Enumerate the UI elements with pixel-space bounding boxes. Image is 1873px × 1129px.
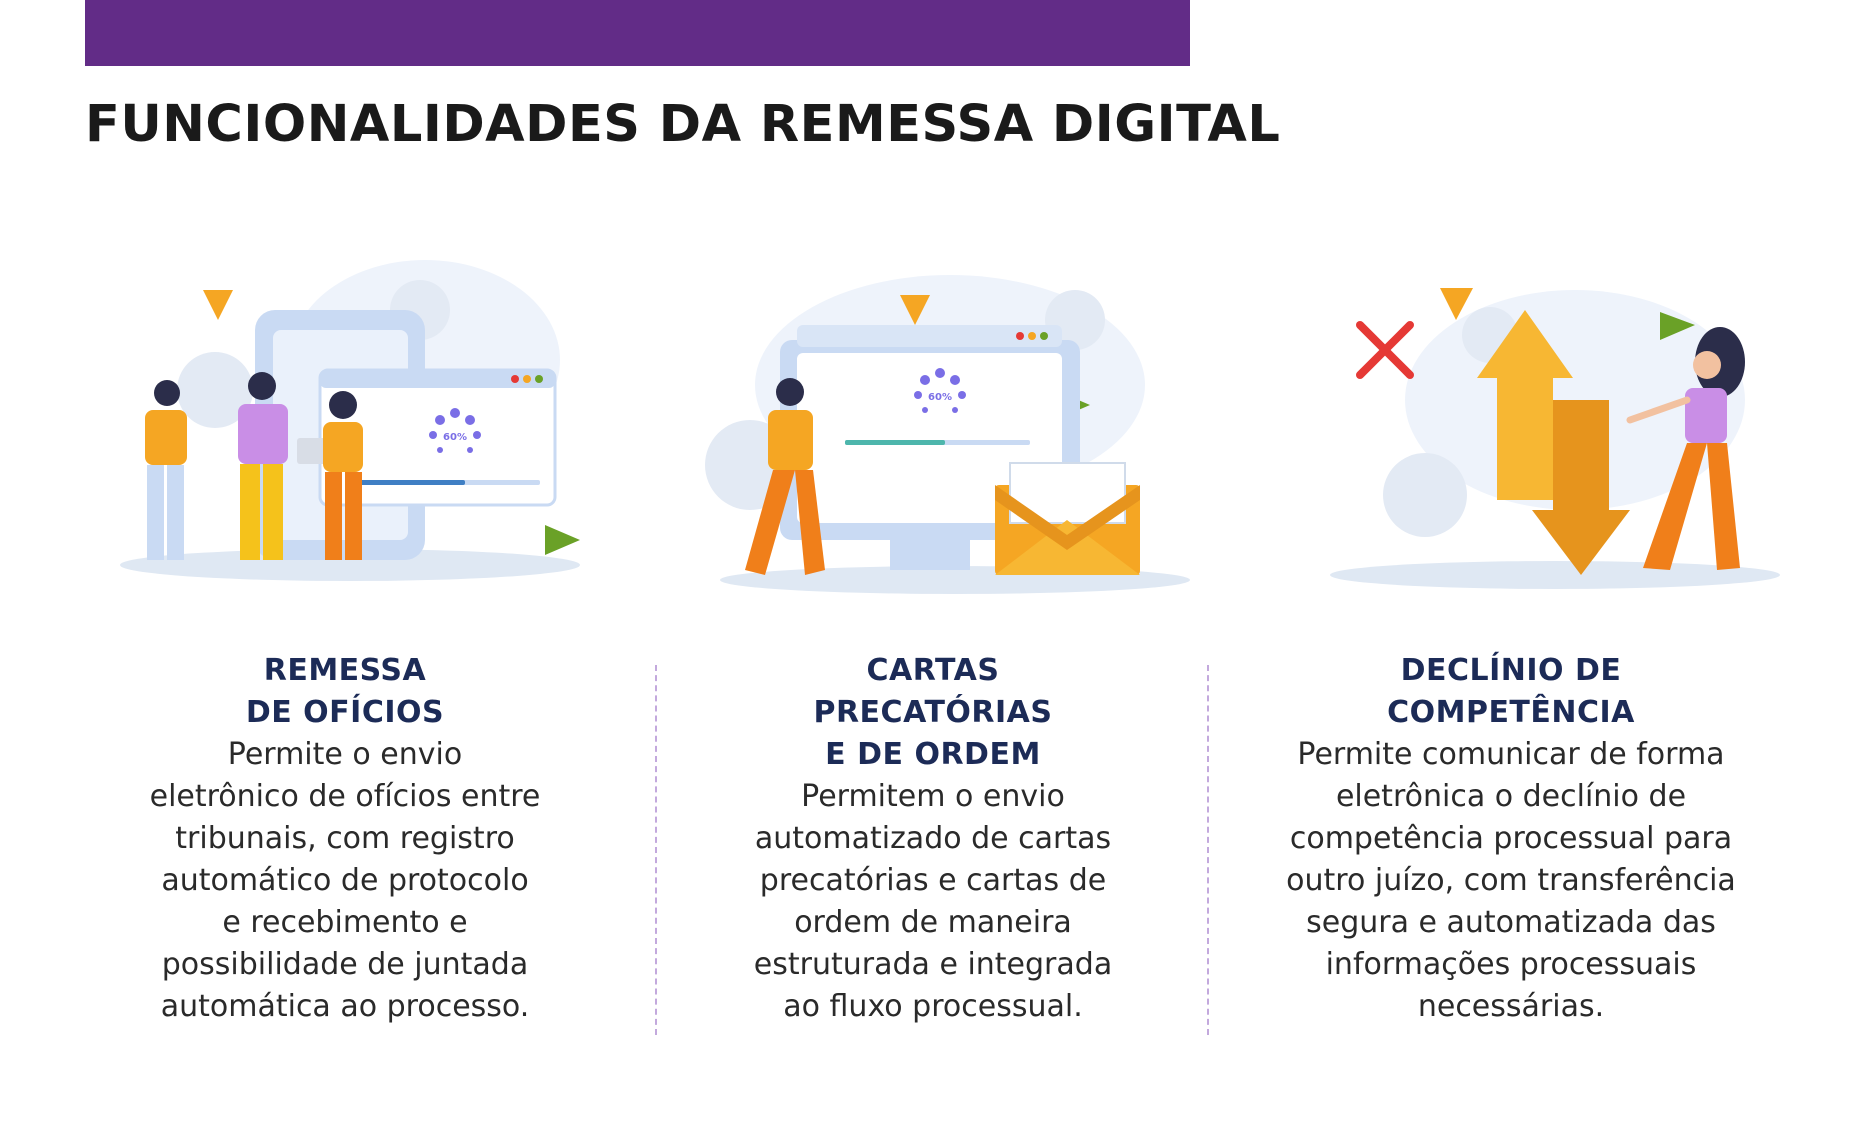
progress-label: 60%	[443, 432, 467, 443]
top-accent-bar	[85, 0, 1190, 66]
illustration-cartas-precatorias: 60%	[685, 265, 1195, 600]
feature-heading: REMESSA DE OFÍCIOS	[245, 653, 445, 730]
feature-card-declinio-competencia: DECLÍNIO DE COMPETÊNCIA Permite comunica…	[1276, 650, 1746, 1028]
triangle-marker-icon	[1440, 288, 1473, 320]
person-figure-icon	[238, 372, 288, 560]
feature-description: Permitem o envio automatizado de cartas …	[753, 779, 1113, 1024]
column-divider	[655, 665, 657, 1035]
feature-card-remessa-oficios: REMESSA DE OFÍCIOS Permite o envio eletr…	[110, 650, 580, 1028]
feature-card-cartas-precatorias: CARTAS PRECATÓRIAS E DE ORDEM Permitem o…	[698, 650, 1168, 1028]
illustration-remessa-oficios: 60%	[105, 250, 595, 600]
triangle-marker-icon	[203, 290, 233, 320]
person-figure-icon	[1626, 327, 1745, 570]
column-divider	[1207, 665, 1209, 1035]
triangle-marker-icon	[900, 295, 930, 325]
envelope-icon	[995, 462, 1140, 575]
arrow-down-icon	[1532, 400, 1630, 575]
illustration-declinio-competencia	[1325, 270, 1785, 600]
loading-spinner-icon	[914, 368, 966, 413]
progress-label: 60%	[928, 392, 952, 403]
close-x-icon	[1356, 321, 1414, 379]
feature-description: Permite o envio eletrônico de ofícios en…	[149, 737, 541, 1024]
person-figure-icon	[745, 378, 825, 575]
page-title: FUNCIONALIDADES DA REMESSA DIGITAL	[85, 95, 1281, 154]
triangle-marker-icon	[1660, 312, 1695, 340]
triangle-marker-icon	[545, 525, 580, 555]
feature-heading: DECLÍNIO DE COMPETÊNCIA	[1387, 653, 1635, 730]
feature-heading: CARTAS PRECATÓRIAS E DE ORDEM	[813, 653, 1053, 772]
loading-spinner-icon	[429, 408, 481, 453]
person-figure-icon	[323, 391, 363, 560]
arrow-up-icon	[1477, 310, 1573, 500]
person-figure-icon	[145, 380, 187, 560]
feature-description: Permite comunicar de forma eletrônica o …	[1286, 737, 1736, 1024]
gear-icon	[1383, 307, 1518, 537]
